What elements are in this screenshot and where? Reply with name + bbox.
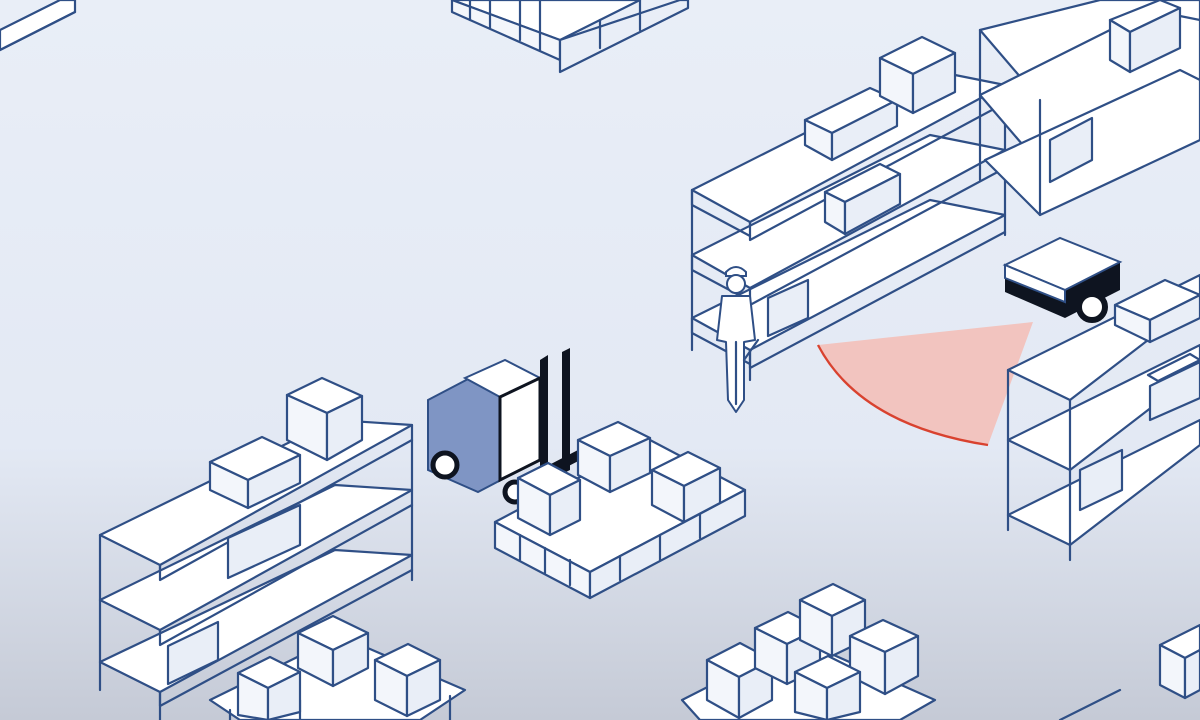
shelving-unit-front-left xyxy=(98,376,414,720)
box-fragment-bottom-right xyxy=(1058,623,1200,720)
shelving-unit-top-right xyxy=(978,0,1200,217)
forklift xyxy=(427,348,588,505)
sensor-scan-zone xyxy=(818,322,1033,445)
pallet-stack-center xyxy=(493,420,747,600)
shelf-fragment-top-left xyxy=(0,0,77,52)
sensor-scan-edge xyxy=(816,344,989,447)
shelving-unit-center-back xyxy=(690,35,1007,382)
pallet-stack-bottom-center xyxy=(680,582,937,720)
autonomous-mobile-robot xyxy=(1002,236,1123,323)
shelving-unit-right xyxy=(1006,273,1200,562)
pallet-fragment-top xyxy=(450,0,690,74)
pallet-stack-bottom-left xyxy=(208,614,467,720)
worker xyxy=(716,266,760,413)
